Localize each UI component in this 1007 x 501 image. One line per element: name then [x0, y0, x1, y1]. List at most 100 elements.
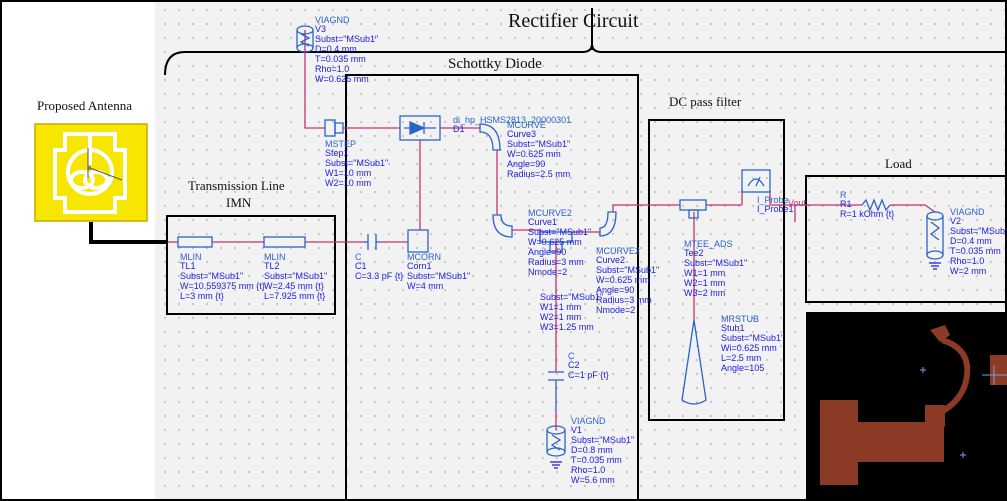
curve3-param-2: Angle=90 [507, 159, 545, 169]
tl2-param-0: Subst="MSub1" [264, 271, 327, 281]
stub1-icon[interactable] [681, 319, 707, 405]
v2-param-4: W=2 mm [950, 266, 986, 276]
wires [168, 30, 936, 430]
v3-id-label: V3 [315, 24, 326, 34]
probe-id-label: I_Probe1 [757, 204, 794, 214]
curve3-type-label: MCURVE [507, 120, 546, 130]
v3-param-1: D=0.4 mm [315, 44, 357, 54]
tl1-param-0: Subst="MSub1" [180, 271, 243, 281]
step1-param-1: W1=10 mm [325, 168, 371, 178]
c2-type-label: C [568, 351, 575, 361]
tl2-param-2: L=7.925 mm {t} [264, 291, 325, 301]
corn1-param-0: Subst="MSub1" [407, 271, 470, 281]
v3-param-3: Rho=1.0 [315, 64, 349, 74]
d1-id-label: D1 [453, 124, 465, 134]
line-tl1-icon[interactable] [177, 236, 213, 248]
curve2-type-label: MCURVE2 [596, 246, 640, 256]
curve1-param-4: Nmode=2 [528, 267, 567, 277]
tee2-param-2: W2=1 mm [684, 278, 725, 288]
tl1-param-1: W=10.559375 mm {t} [180, 281, 265, 291]
curve2-param-1: W=0.625 mm [596, 275, 650, 285]
v1-param-3: Rho=1.0 [571, 465, 605, 475]
v1-param-4: W=5.6 mm [571, 475, 615, 485]
pcb-layout-inset [806, 312, 1007, 500]
tee2-id-label: Tee2 [684, 248, 704, 258]
tl1-type-label: MLIN [180, 252, 202, 262]
corn1-id-label: Corn1 [407, 261, 432, 271]
v3-type-label: VIAGND [315, 15, 350, 25]
r1-type-label: R [840, 190, 847, 200]
line-tl2-icon[interactable] [263, 236, 306, 248]
curve3-id-label: Curve3 [507, 129, 536, 139]
curve2-param-3: Radius=3 mm [596, 295, 652, 305]
tee2-type-label: MTEE_ADS [684, 239, 733, 249]
step1-param-2: W2=10 mm [325, 178, 371, 188]
r1-id-label: R1 [840, 199, 852, 209]
curve2-param-0: Subst="MSub1" [596, 265, 659, 275]
step-step1-icon[interactable] [324, 119, 344, 137]
c1-id-label: C1 [355, 261, 367, 271]
capacitor-c2-icon[interactable] [548, 371, 564, 412]
tl2-type-label: MLIN [264, 252, 286, 262]
schematic-canvas[interactable] [155, 0, 1007, 501]
proposed-antenna-title: Proposed Antenna [37, 98, 132, 113]
corner-corn1-icon[interactable] [407, 229, 429, 253]
corn1-type-label: MCORN [407, 252, 441, 262]
current-probe-icon[interactable] [741, 169, 771, 193]
via-v1-icon[interactable] [546, 425, 566, 469]
diode-d1-icon[interactable] [399, 115, 441, 141]
curve2-id-label: Curve2 [596, 255, 625, 265]
stub1-param-1: Wi=0.625 mm [721, 343, 777, 353]
c1-type-label: C [355, 252, 362, 262]
c2-param-0: C=1 pF {t} [568, 370, 609, 380]
curve1-param-0: Subst="MSub1" [528, 227, 591, 237]
tee1-param-1: W1=1 mm [540, 302, 581, 312]
curve1-param-2: Angle=90 [528, 247, 566, 257]
c1-param-0: C=3.3 pF {t} [355, 271, 403, 281]
stub1-param-2: L=2.5 mm [721, 353, 761, 363]
tee1-param-2: W2=1 mm [540, 312, 581, 322]
curve3-icon[interactable] [479, 123, 501, 151]
curve3-param-3: Radius=2.5 mm [507, 169, 570, 179]
via-v3-icon[interactable] [296, 25, 314, 53]
v1-param-2: T=0.035 mm [571, 455, 622, 465]
rectifier-title: Rectifier Circuit [508, 10, 639, 32]
capacitor-c1-icon[interactable] [363, 234, 381, 250]
load-box [805, 175, 1007, 303]
resistor-r1-icon[interactable] [861, 198, 891, 212]
curve2-icon[interactable] [599, 211, 617, 237]
curve1-param-1: W=0.625 mm [528, 237, 582, 247]
probe-type-label: I_Probe [757, 195, 789, 205]
via-v2-icon[interactable] [926, 211, 944, 270]
curve3-param-1: W=0.625 mm [507, 149, 561, 159]
corn1-param-1: W=4 mm [407, 281, 443, 291]
curve1-type-label: MCURVE2 [528, 208, 572, 218]
vout-label: Vout [788, 198, 807, 208]
tee2-icon[interactable] [679, 199, 707, 219]
dc-pass-box [648, 119, 785, 421]
stub1-param-0: Subst="MSub1" [721, 333, 784, 343]
c2-id-label: C2 [568, 360, 580, 370]
schottky-title: Schottky Diode [448, 56, 542, 72]
d1-type-label: di_hp_HSMS2813_20000301 [453, 115, 571, 125]
tl2-param-1: W=2.45 mm {t} [264, 281, 324, 291]
v3-param-0: Subst="MSub1" [315, 34, 378, 44]
load-title: Load [885, 156, 912, 171]
v1-param-0: Subst="MSub1" [571, 435, 634, 445]
rectifier-bracket [164, 43, 1007, 76]
v2-param-0: Subst="MSub1" [950, 226, 1007, 236]
tee2-param-1: W1=1 mm [684, 268, 725, 278]
curve1-icon[interactable] [492, 214, 513, 238]
stub1-id-label: Stub1 [721, 323, 745, 333]
tl1-id-label: TL1 [180, 261, 196, 271]
step1-id-label: Step1 [325, 148, 349, 158]
tee1-param-3: W3=1.25 mm [540, 322, 594, 332]
curve1-id-label: Curve1 [528, 217, 557, 227]
tee1-param-0: Subst="MSub1" [540, 292, 603, 302]
curve3-param-0: Subst="MSub1" [507, 139, 570, 149]
dc-pass-title: DC pass filter [669, 94, 742, 109]
r1-param-0: R=1 kOhm {t} [840, 209, 894, 219]
tee1-icon[interactable] [539, 231, 573, 253]
transmission-line-title: Transmission Line [188, 178, 285, 193]
